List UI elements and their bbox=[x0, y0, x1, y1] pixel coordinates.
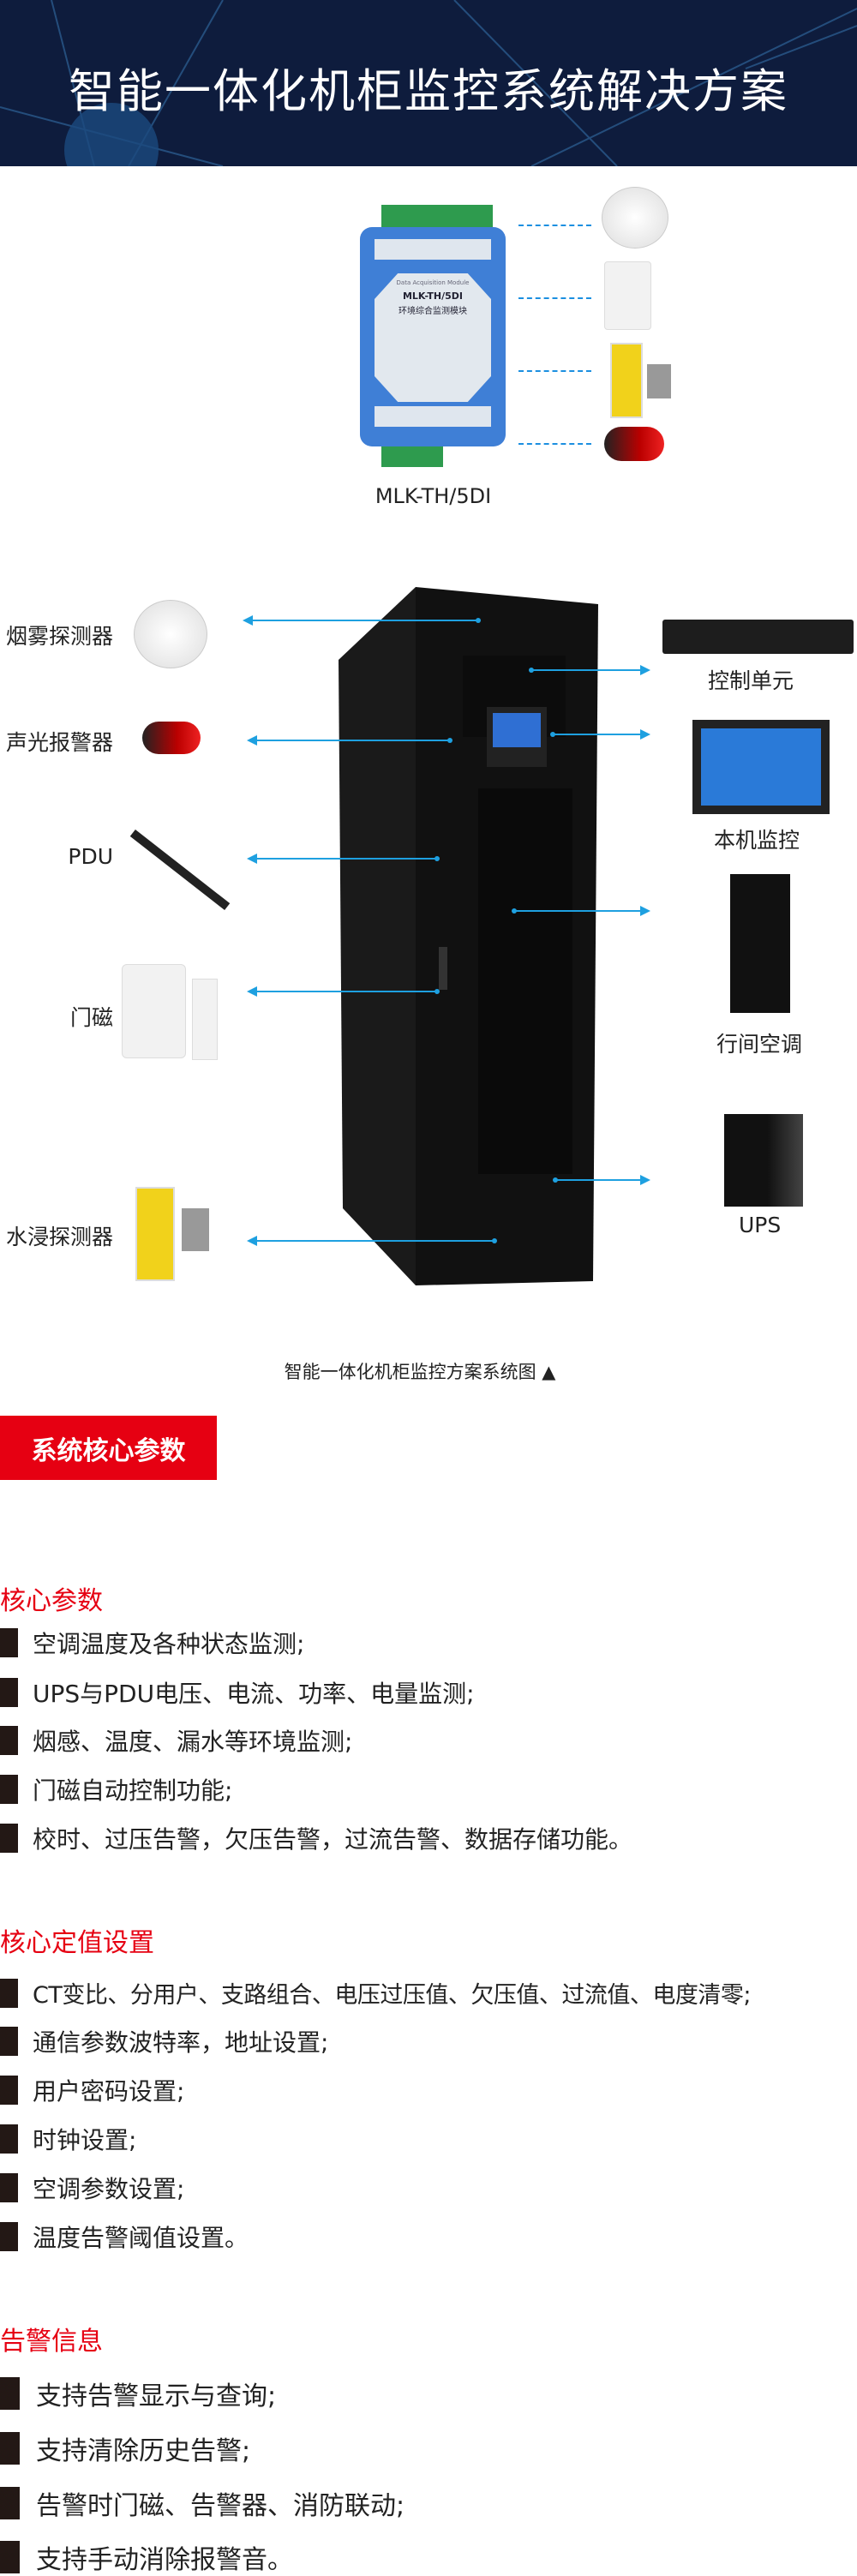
list-item: 空调温度及各种状态监测; bbox=[0, 1626, 304, 1660]
bullet-icon bbox=[0, 2124, 18, 2154]
list-item: 温度告警阈值设置。 bbox=[0, 2220, 249, 2254]
module-panel-name: 环境综合监测模块 bbox=[399, 307, 467, 316]
section-badge: 系统核心参数 bbox=[0, 1416, 217, 1480]
left-device-label: PDU bbox=[68, 844, 113, 869]
left-device-label: 声光报警器 bbox=[5, 730, 113, 755]
list-item: CT变比、分用户、支路组合、电压过压值、欠压值、过流值、电度清零; bbox=[0, 1976, 751, 2010]
door-sensor-icon bbox=[604, 261, 651, 330]
bullet-icon bbox=[0, 1775, 18, 1804]
in-row-ac-icon bbox=[730, 874, 790, 1013]
cabinet-image bbox=[339, 587, 598, 1285]
list-item: 告警时门磁、告警器、消防联动; bbox=[0, 2484, 405, 2522]
right-device-label: 控制单元 bbox=[708, 668, 794, 693]
network-background-icon bbox=[0, 0, 857, 166]
water-leak-detector-icon bbox=[610, 343, 643, 418]
module-panel-subtitle: Data Acquisition Module bbox=[396, 279, 470, 286]
list-item: 通信参数波特率，地址设置; bbox=[0, 2024, 328, 2058]
ups-icon bbox=[724, 1114, 803, 1207]
header-banner: 智能一体化机柜监控系统解决方案 bbox=[0, 0, 857, 166]
touch-screen-icon bbox=[692, 720, 830, 814]
bullet-icon bbox=[0, 2222, 18, 2251]
bullet-icon bbox=[0, 2377, 20, 2410]
bullet-icon bbox=[0, 2173, 18, 2202]
right-device-label: 本机监控 bbox=[714, 828, 800, 853]
bullet-icon bbox=[0, 1726, 18, 1755]
bullet-icon bbox=[0, 2541, 20, 2573]
bullet-icon bbox=[0, 2027, 18, 2056]
list-item: 空调参数设置; bbox=[0, 2171, 184, 2205]
smoke-detector-icon bbox=[134, 600, 207, 668]
right-device-label: 行间空调 bbox=[716, 1032, 803, 1057]
bullet-icon bbox=[0, 1978, 18, 2008]
page-title: 智能一体化机柜监控系统解决方案 bbox=[69, 64, 788, 118]
pdu-icon bbox=[129, 829, 231, 911]
bullet-icon bbox=[0, 1678, 18, 1707]
water-leak-detector-icon bbox=[135, 1187, 175, 1281]
left-device-label: 门磁 bbox=[69, 1005, 113, 1030]
bullet-icon bbox=[0, 2076, 18, 2105]
right-device-label: UPS bbox=[739, 1213, 782, 1237]
alarm-light-icon bbox=[604, 427, 664, 461]
left-device-label: 水浸探测器 bbox=[5, 1225, 113, 1249]
list-item: 用户密码设置; bbox=[0, 2073, 184, 2107]
list-item: UPS与PDU电压、电流、功率、电量监测; bbox=[0, 1675, 475, 1710]
module-image: Data Acquisition Module MLK-TH/5DI 环境综合监… bbox=[356, 205, 511, 467]
door-sensor-icon bbox=[122, 964, 186, 1058]
alarm-light-icon bbox=[142, 722, 201, 754]
bullet-icon bbox=[0, 2432, 20, 2465]
list-item: 门磁自动控制功能; bbox=[0, 1772, 232, 1806]
list-item: 支持告警显示与查询; bbox=[0, 2375, 276, 2412]
module-label: MLK-TH/5DI bbox=[375, 484, 492, 508]
section-title: 告警信息 bbox=[0, 2327, 103, 2357]
left-device-label: 烟雾探测器 bbox=[5, 624, 113, 649]
bullet-icon bbox=[0, 2487, 20, 2519]
bullet-icon bbox=[0, 1824, 18, 1853]
module-panel-model: MLK-TH/5DI bbox=[402, 291, 464, 302]
list-item: 时钟设置; bbox=[0, 2122, 136, 2156]
section-title: 核心参数 bbox=[0, 1586, 103, 1616]
control-unit-icon bbox=[662, 620, 854, 654]
list-item: 校时、过压告警，欠压告警，过流告警、数据存储功能。 bbox=[0, 1821, 632, 1855]
smoke-detector-icon bbox=[602, 187, 668, 249]
section-title: 核心定值设置 bbox=[0, 1928, 154, 1958]
list-item: 支持手动消除报警音。 bbox=[0, 2538, 293, 2576]
list-item: 支持清除历史告警; bbox=[0, 2429, 250, 2467]
bullet-icon bbox=[0, 1628, 18, 1657]
diagram-caption: 智能一体化机柜监控方案系统图 ▲ bbox=[284, 1362, 556, 1382]
list-item: 烟感、温度、漏水等环境监测; bbox=[0, 1723, 352, 1758]
